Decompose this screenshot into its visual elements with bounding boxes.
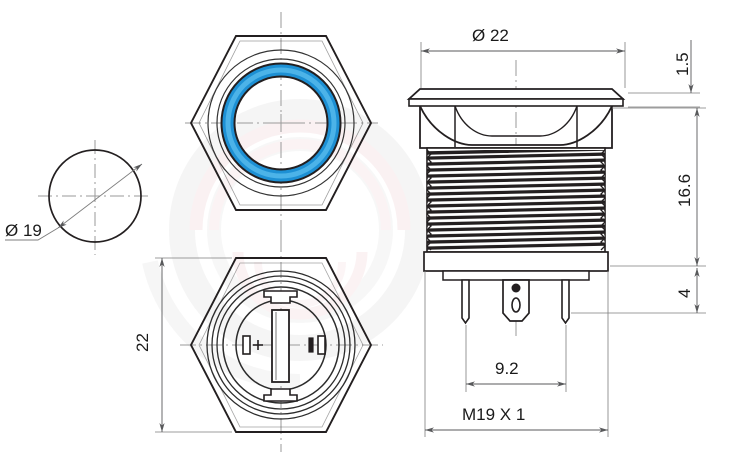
top-ring-edge-outer [220, 62, 342, 184]
bottom-right-small-mark [308, 337, 314, 353]
bottom-ring-2 [211, 275, 351, 415]
top-hex-inner [198, 40, 364, 206]
bottom-right-pin [317, 335, 326, 355]
bottom-ring-4 [222, 286, 340, 404]
dim-hex-across-flats: 22 [133, 333, 152, 352]
top-ring-edge-inner [233, 75, 329, 171]
side-thread-profile-left [426, 149, 432, 251]
side-base-step [442, 270, 590, 281]
dim-panel-cutout-dia: Ø 19 [5, 221, 42, 240]
dimension-group-side: Ø 22 1.5 16.6 4 9.2 M19 X 1 [420, 26, 706, 437]
top-body-ring-mid [216, 58, 346, 188]
cutout-diameter-arrow [57, 163, 143, 229]
side-terminal-hole [511, 297, 521, 313]
dim-bezel-height: 1.5 [673, 52, 692, 76]
bottom-terminal-cap-top [263, 290, 298, 304]
view-bottom: 22 [133, 236, 383, 452]
background-watermark [142, 99, 431, 391]
side-terminal-pin-left [461, 279, 470, 325]
top-illumination-ring-highlight [225, 67, 337, 179]
side-hex-face-curve [454, 105, 578, 137]
side-bezel-skirt [408, 98, 624, 107]
bottom-hex-inner [198, 262, 364, 428]
bottom-ring-3 [216, 280, 346, 410]
side-bezel-top [406, 88, 626, 100]
bottom-center-terminal [271, 309, 290, 383]
top-hex-outline [189, 35, 373, 211]
side-terminal-rivet [511, 283, 521, 293]
dim-bezel-dia: Ø 22 [472, 26, 509, 45]
side-thread-hatching [427, 150, 605, 250]
top-body-ring-outer [207, 49, 355, 197]
dim-terminal-spacing: 9.2 [495, 359, 519, 378]
view-panel-cutout: Ø 19 [5, 140, 150, 255]
bottom-terminal-cap-bottom [263, 388, 298, 402]
cutout-leader [5, 227, 59, 241]
bottom-ring-1 [206, 270, 356, 420]
dim-thread-spec: M19 X 1 [462, 405, 525, 424]
bottom-left-pin [242, 335, 251, 355]
dim-thread-length: 16.6 [675, 174, 694, 207]
side-base-plate [423, 251, 609, 272]
side-terminal-pin-right [561, 279, 570, 325]
view-top [185, 12, 378, 238]
view-side [406, 60, 626, 340]
bottom-hex-outline [189, 257, 373, 433]
dim-terminal-length: 4 [675, 289, 694, 298]
side-thread-profile-right [600, 149, 606, 251]
side-hex-nut [419, 105, 613, 149]
